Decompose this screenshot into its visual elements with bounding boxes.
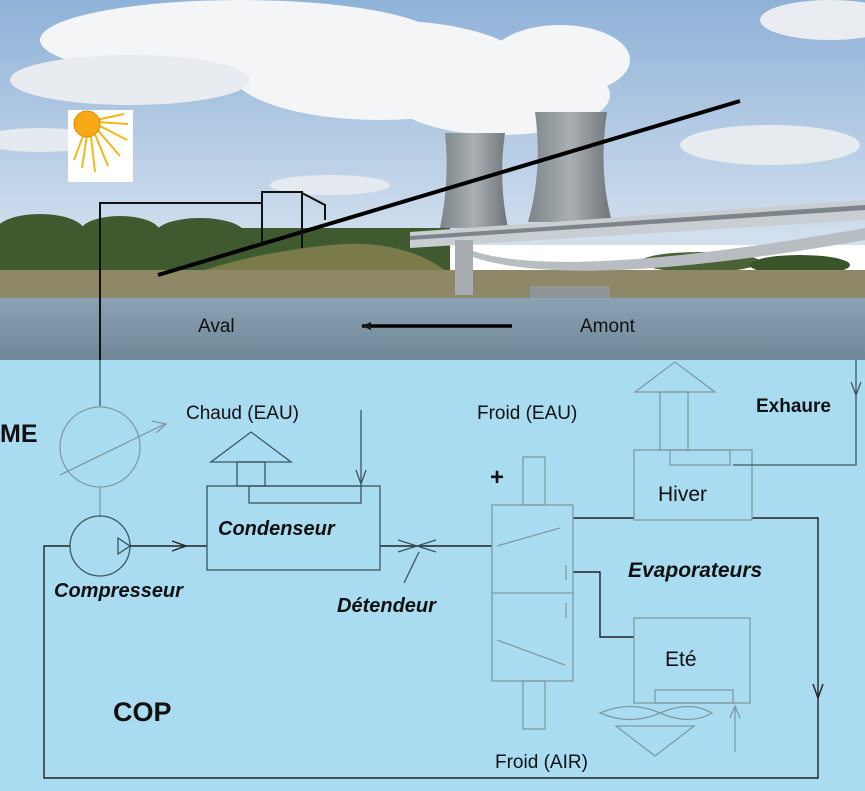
compressor-label: Compresseur	[54, 580, 184, 602]
drainage-line	[733, 360, 862, 466]
loop-arrow-return	[812, 683, 824, 701]
expansion-valve	[397, 539, 437, 584]
motor	[59, 406, 168, 517]
refrigerant-loop	[43, 517, 819, 779]
summer-evaporator	[598, 617, 751, 757]
condenser	[206, 410, 381, 571]
plus-sign: +	[490, 464, 504, 491]
upstream-label: Amont	[580, 316, 636, 337]
bridge	[410, 200, 865, 300]
slope-line	[157, 99, 741, 277]
hot-water-label: Chaud (EAU)	[186, 403, 299, 424]
cold-air-label: Froid (AIR)	[495, 752, 588, 773]
condenser-label: Condenseur	[218, 518, 336, 540]
evaporators-label: Evaporateurs	[628, 559, 762, 582]
expansion-valve-label: Détendeur	[337, 595, 437, 617]
cop-label: COP	[113, 697, 172, 727]
winter-label: Hiver	[658, 483, 707, 506]
four-way-valve	[491, 456, 574, 730]
plant-building-outline	[99, 191, 326, 398]
sun-icon	[68, 110, 133, 182]
summer-label: Eté	[665, 648, 697, 671]
downstream-label: Aval	[198, 316, 235, 337]
drainage-label: Exhaure	[756, 396, 831, 417]
river	[0, 298, 865, 360]
diagram-background	[0, 360, 865, 791]
motor-label: ME	[0, 420, 38, 448]
loop-arrow-compressor	[171, 540, 189, 552]
clouds	[0, 0, 865, 195]
diagram-section: ME Compresseur Condenseur Chaud (EAU)	[0, 360, 865, 791]
riverbank	[0, 270, 865, 300]
cold-water-label: Froid (EAU)	[477, 403, 577, 424]
winter-evaporator	[633, 361, 753, 521]
photo-section: Aval Amont	[0, 0, 865, 401]
cooling-tower-right	[528, 112, 612, 222]
